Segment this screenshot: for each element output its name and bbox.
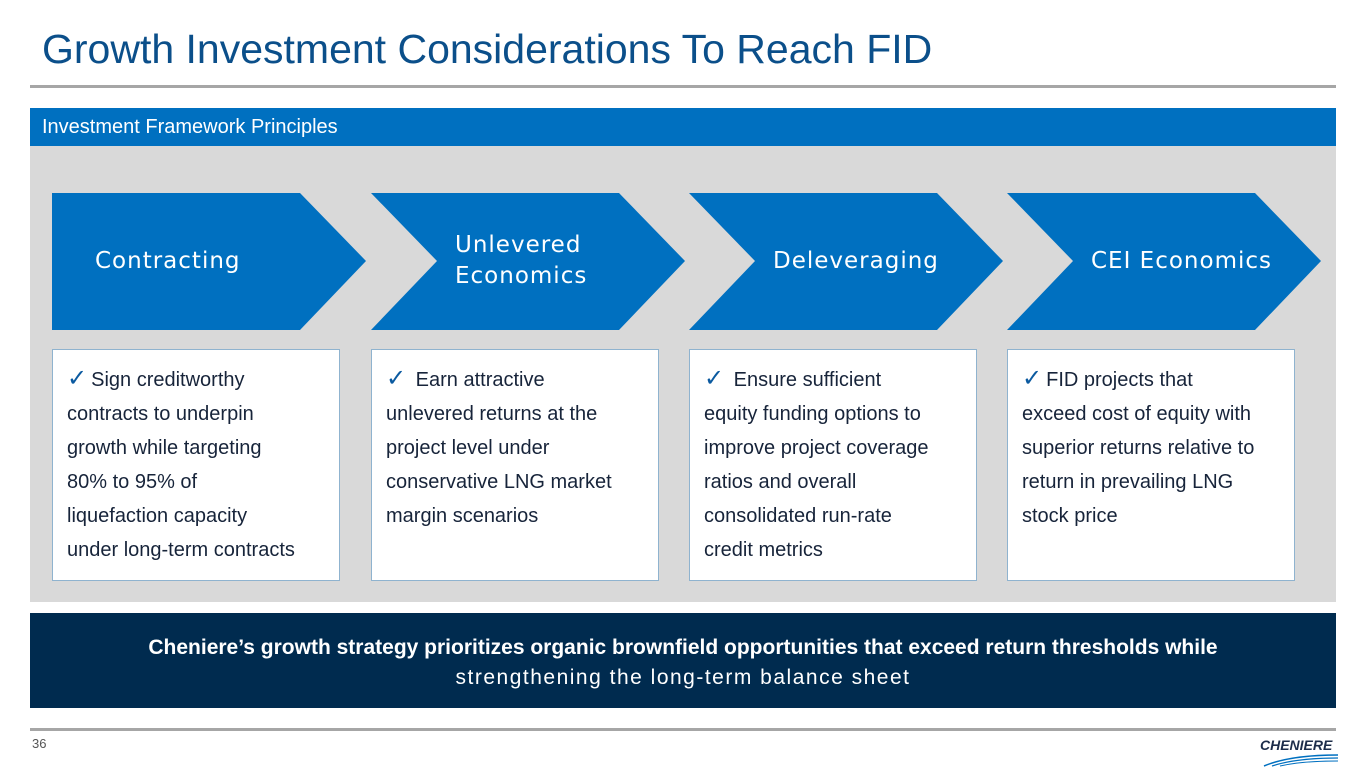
check-icon: ✓ — [704, 365, 725, 392]
title-divider — [30, 85, 1336, 88]
principle-card-cei-economics: ✓FID projects that exceed cost of equity… — [1007, 349, 1295, 581]
principle-card-deleveraging: ✓ Ensure sufficient equity funding optio… — [689, 349, 977, 581]
chevron-contracting — [52, 193, 366, 330]
check-icon: ✓ — [67, 365, 88, 392]
step-label: Contracting — [95, 248, 241, 274]
step-label: CEI Economics — [1091, 248, 1273, 274]
strategy-summary: Cheniere’s growth strategy prioritizes o… — [30, 613, 1336, 708]
check-icon: ✓ — [386, 365, 407, 392]
step-label: Deleveraging — [773, 248, 939, 274]
principle-card-unlevered-economics: ✓ Earn attractive unlevered returns at t… — [371, 349, 659, 581]
chevron-unlevered-economics — [371, 193, 685, 330]
chevron-deleveraging — [689, 193, 1003, 330]
footer-divider — [30, 728, 1336, 731]
page-number: 36 — [32, 736, 47, 751]
check-icon: ✓ — [1022, 365, 1043, 392]
cheniere-logo: CHENIERE — [1260, 737, 1340, 772]
chevron-cei-economics — [1007, 193, 1321, 330]
section-header: Investment Framework Principles — [30, 108, 1336, 146]
page-title: Growth Investment Considerations To Reac… — [42, 26, 933, 72]
logo-swoosh-icon — [1263, 754, 1339, 767]
principle-card-contracting: ✓Sign creditworthy contracts to underpin… — [52, 349, 340, 581]
